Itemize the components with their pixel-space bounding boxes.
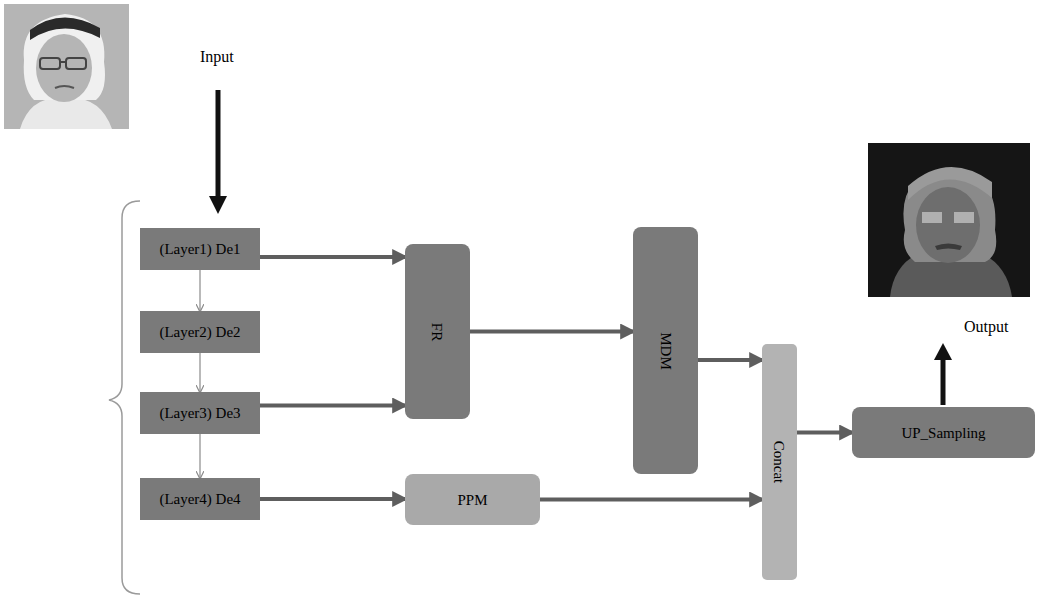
node-label: (Layer2) De2 [159,323,240,341]
decoder-layer-box: (Layer1) De1 [140,228,260,270]
input-arrow [216,90,221,198]
flow-arrow [797,431,852,435]
concat-block: Concat [762,344,797,580]
fr-module: FR [405,244,470,419]
node-label: Concat [771,441,789,484]
node-label: FR [428,322,446,340]
decoder-layer-box: (Layer4) De4 [140,478,260,520]
input-arrowhead [209,196,227,214]
encoder-bracket [109,201,140,594]
flow-arrow [698,358,762,362]
output-label: Output [964,318,1008,336]
output-arrowhead [934,343,952,360]
flow-arrow [540,498,762,502]
flow-arrow [199,434,200,478]
flow-arrow [260,497,405,501]
decoder-layer-box: (Layer3) De3 [140,392,260,434]
node-label: (Layer1) De1 [159,240,240,258]
node-label: (Layer3) De3 [159,404,240,422]
node-label: UP_Sampling [901,424,985,442]
node-label: MDM [656,332,674,370]
flow-arrow [260,404,405,408]
mdm-module: MDM [633,227,698,474]
ppm-module: PPM [405,474,540,525]
input-label: Input [200,48,234,66]
input-photo [4,4,129,129]
decoder-layer-box: (Layer2) De2 [140,311,260,353]
node-label: PPM [457,491,487,509]
upsampling-module: UP_Sampling [852,407,1035,458]
output-arrow [941,358,946,405]
flow-arrow [199,270,200,311]
flow-arrow [260,255,405,259]
flow-arrow [470,330,633,334]
flow-arrow [199,353,200,392]
node-label: (Layer4) De4 [159,490,240,508]
output-segmentation [868,143,1030,297]
